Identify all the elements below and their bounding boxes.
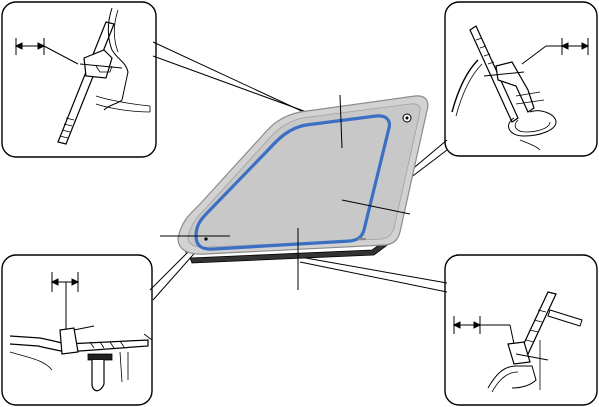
glass-callout-lines	[160, 94, 411, 290]
detail-box-bottom-left	[1, 254, 153, 406]
quarter-glass	[177, 95, 429, 264]
section-detail-bottom-left	[9, 272, 153, 392]
glass-inner-edge	[187, 103, 421, 248]
adhesive-bead	[194, 114, 392, 251]
section-detail-bottom-right	[452, 291, 583, 393]
section-detail-top-left	[14, 7, 151, 145]
section-detail-top-right	[451, 25, 590, 151]
detail-box-top-left	[1, 1, 157, 158]
detail-box-bottom-right	[444, 254, 598, 406]
